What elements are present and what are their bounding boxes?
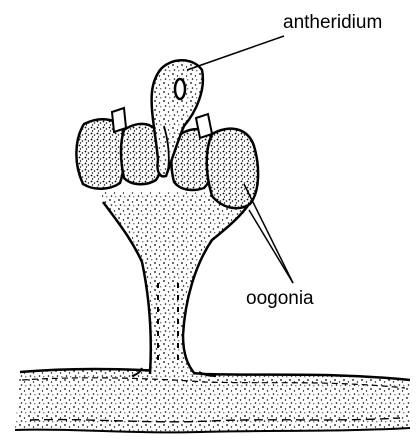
- stalk: [101, 192, 255, 376]
- leader-oogonia: [244, 184, 293, 283]
- hypha: [15, 369, 410, 432]
- antheridium-label: antheridium: [283, 13, 382, 32]
- leader-antheridium: [187, 36, 284, 70]
- oogonia-label: oogonia: [246, 289, 314, 308]
